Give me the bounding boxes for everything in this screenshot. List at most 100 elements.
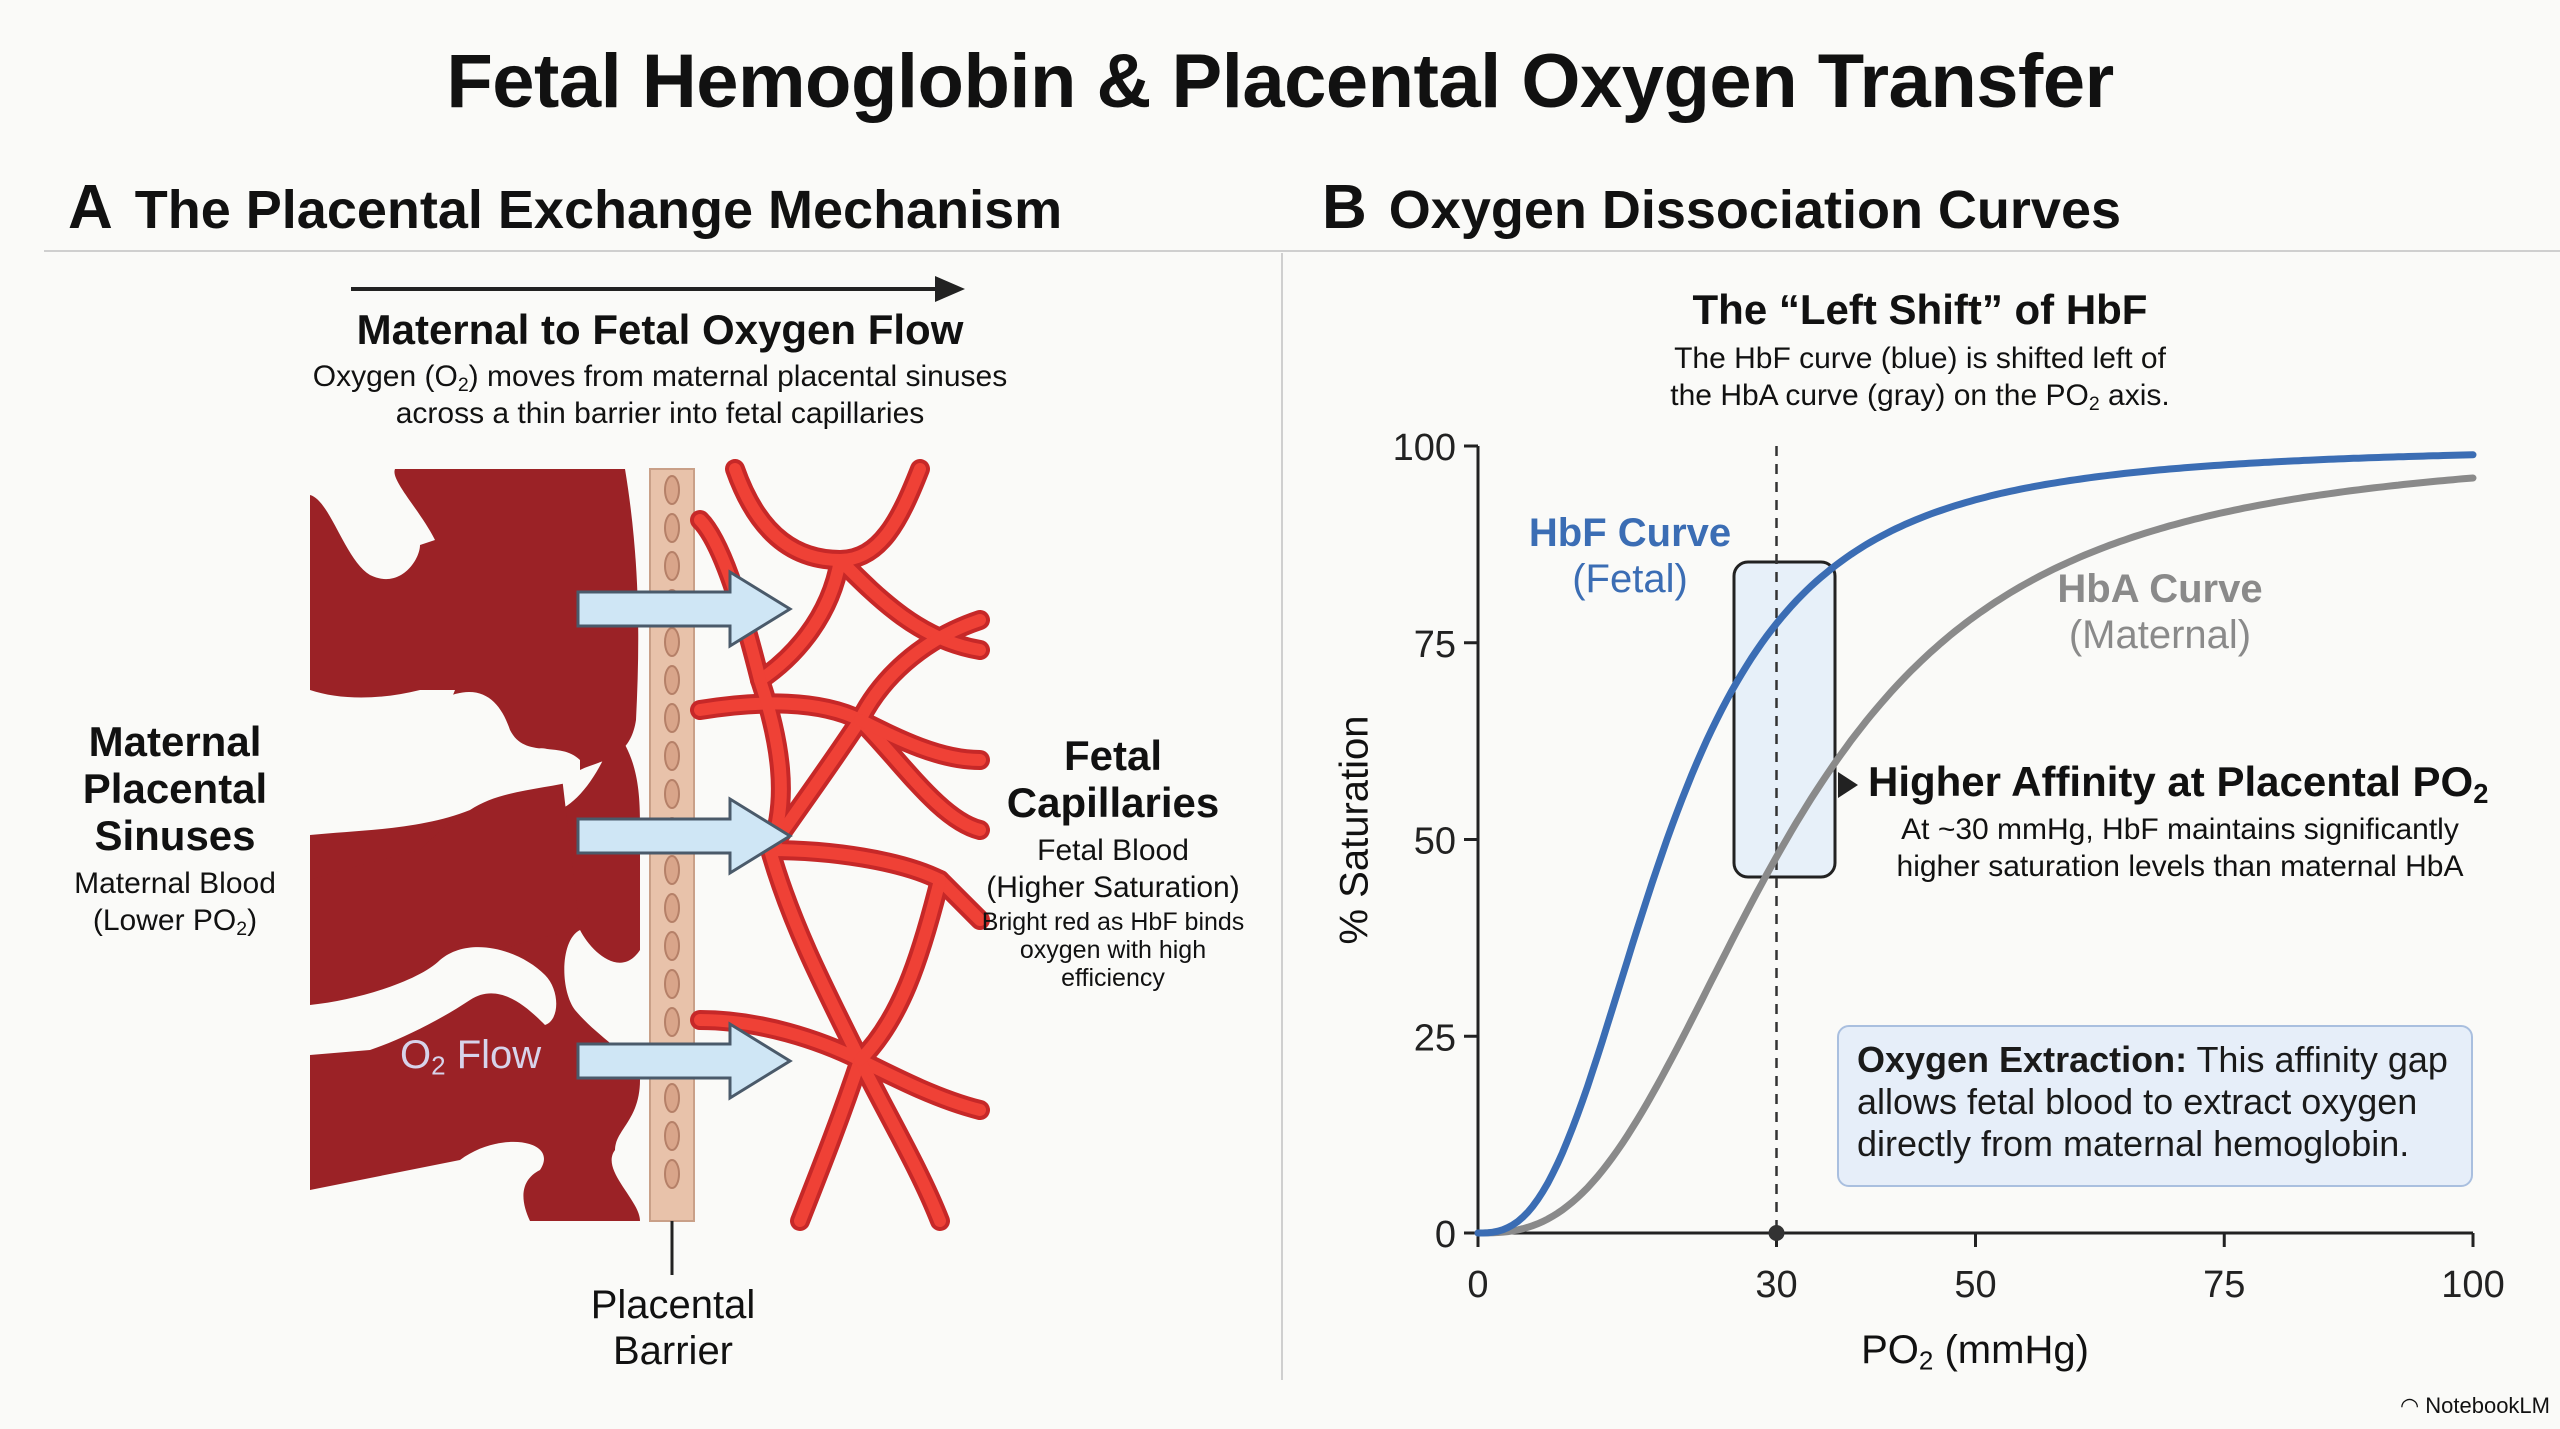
barrier-cell [664,475,680,505]
flow-desc-1a: Oxygen (O [312,360,458,393]
y-tick-label: 75 [1414,624,1456,666]
notebooklm-logo-icon: ◠ [2399,1393,2426,1418]
barrier-cell [664,1083,680,1113]
x-tick-label: 50 [1954,1264,1996,1306]
flow-desc-line2: across a thin barrier into fetal capilla… [395,397,925,430]
x-tick-label: 0 [1467,1264,1488,1306]
barrier-cell [664,969,680,999]
capillary-vessel [854,1054,946,1227]
fetal-title-1: Fetal [1063,732,1163,779]
affinity-a: Higher Affinity at Placental PO [1868,758,2474,805]
affinity-desc: At ~30 mmHg, HbF maintains significantly… [1897,811,2464,885]
capillary-vessel [854,714,986,766]
affinity-desc-1: At ~30 mmHg, HbF maintains significantly [1901,813,2459,846]
panel-a-letter: A [68,173,113,242]
barrier-cell [664,703,680,733]
shift-2b: axis. [2099,379,2170,412]
hbf-legend: HbF Curve (Fetal) [1529,510,1731,602]
x-tick-label: 75 [2203,1264,2245,1306]
extraction-text: This affinity gap allows fetal blood to … [1857,1039,2448,1164]
oxygen-extraction-callout: Oxygen Extraction: This affinity gap all… [1837,1025,2473,1187]
hba-sub: (Maternal) [2068,613,2252,657]
fetal-blood-label: Fetal Blood [1037,834,1189,867]
flow-desc-1b: ) moves from maternal placental sinuses [468,360,1008,393]
o2-b: Flow [445,1033,542,1077]
maternal-sinus-shape [310,469,640,1221]
pointer-triangle-icon [1838,772,1858,798]
barrier-cell [664,665,680,695]
hba-legend: HbA Curve (Maternal) [2057,566,2262,658]
watermark-text: NotebookLM [2425,1393,2550,1418]
shift-2sub: 2 [2088,392,2100,415]
maternal-title-3: Sinuses [94,812,256,859]
flow-direction-arrow [351,276,965,302]
y-axis-label: % Saturation [1332,715,1377,945]
barrier-cell [664,1121,680,1151]
shift-desc-1: The HbF curve (blue) is shifted left of [1674,342,2166,375]
o2-flow-arrow [576,569,793,649]
flow-desc-1sub: 2 [457,373,469,396]
fetal-note-3: efficiency [1061,964,1165,992]
maternal-blood-label: Maternal Blood [74,867,276,900]
panel-b-letter: B [1322,173,1367,242]
panel-b-heading: B Oxygen Dissociation Curves [1322,172,2121,243]
capillary-vessel [764,844,986,926]
po2-sub: 2 [236,917,248,940]
y-tick-label: 25 [1414,1017,1456,1059]
xlabel-b: (mmHg) [1933,1328,2089,1372]
flow-desc-line1: Oxygen (O2) moves from maternal placenta… [313,358,1007,395]
fetal-note: Bright red as HbF binds oxygen with high… [982,908,1245,992]
x-tick-label: 100 [2441,1264,2504,1306]
hbf-label: HbF Curve [1528,511,1732,555]
shift-desc-2: the HbA curve (gray) on the PO2 axis. [1670,377,2169,414]
o2-flow-arrow [576,796,793,876]
barrier-label: Placental Barrier [591,1282,756,1374]
shift-title: The “Left Shift” of HbF [1692,286,2148,333]
y-tick-label: 100 [1393,427,1456,469]
fetal-title-2: Capillaries [1006,779,1220,826]
panel-b-title: Oxygen Dissociation Curves [1388,180,2122,240]
flow-title: Maternal to Fetal Oxygen Flow [356,306,964,353]
maternal-subtitle: Maternal Blood (Lower PO2) [74,865,276,939]
o2-flow-label: O2 Flow [400,1033,542,1081]
barrier-cell [664,741,680,771]
barrier-cell [664,1007,680,1037]
o2-a: O [400,1033,432,1077]
shift-2a: the HbA curve (gray) on the PO [1670,379,2089,412]
fetal-capillaries [690,459,990,1231]
panel-a-title: The Placental Exchange Mechanism [134,180,1063,240]
barrier-cell [664,551,680,581]
y-tick-label: 50 [1414,821,1456,863]
barrier-label-1: Placental [590,1283,756,1327]
panel-a-heading: A The Placental Exchange Mechanism [68,172,1062,243]
extraction-bold: Oxygen Extraction: [1857,1039,2188,1080]
barrier-cell [664,779,680,809]
barrier-label-2: Barrier [612,1329,734,1373]
barrier-cell [664,1159,680,1189]
hbf-curve-line [1474,451,2477,1237]
capillary-vessel [834,554,986,656]
maternal-title-2: Placental [82,765,268,812]
fetal-title: Fetal Capillaries [1007,732,1219,826]
barrier-cell [664,513,680,543]
capillary-vessel [764,844,866,1066]
po2-b: ) [247,904,258,937]
fetal-saturation-label: (Higher Saturation) [986,871,1240,904]
fetal-subtitle: Fetal Blood (Higher Saturation) [986,832,1239,906]
maternal-po2-label: (Lower PO2) [74,902,276,939]
hbf-sub: (Fetal) [1572,557,1688,601]
fetal-note-1: Bright red as HbF binds [981,908,1245,936]
section-divider [44,250,2560,252]
x-axis-label: PO2 (mmHg) [1861,1328,2089,1374]
affinity-desc-2: higher saturation levels than maternal H… [1896,850,2464,883]
barrier-cell [664,855,680,885]
o2-sub: 2 [431,1050,446,1081]
fetal-note-2: oxygen with high [1019,936,1207,964]
barrier-cell [664,931,680,961]
xlabel-a: PO [1861,1328,1919,1372]
barrier-cell [664,893,680,923]
capillary-vessel [754,554,846,686]
capillary-vessel [794,1054,866,1227]
po2-a: (Lower PO [92,904,237,937]
main-title: Fetal Hemoglobin & Placental Oxygen Tran… [446,39,2114,124]
